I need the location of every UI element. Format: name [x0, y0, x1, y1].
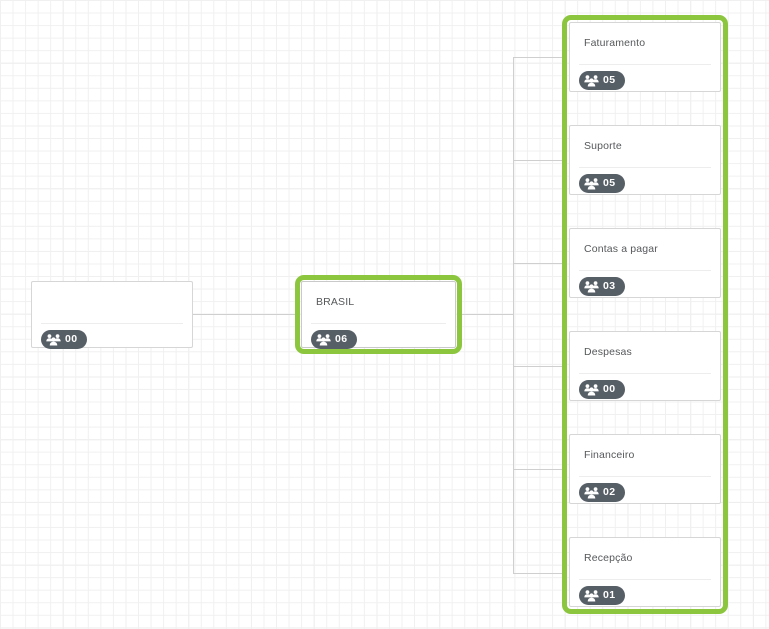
node-root-member-count: 00 [65, 333, 78, 346]
connector-brasil-to-trunk [462, 314, 514, 315]
node-despesas[interactable]: Despesas 00 [569, 331, 721, 401]
connector-trunk-vertical [513, 57, 514, 574]
users-group-icon [584, 75, 599, 87]
node-financeiro-member-badge[interactable]: 02 [579, 483, 625, 502]
node-contas-a-pagar-title: Contas a pagar [584, 243, 658, 255]
users-group-icon [584, 178, 599, 190]
node-faturamento-member-badge[interactable]: 05 [579, 71, 625, 90]
node-brasil-member-count: 06 [335, 333, 348, 346]
connector-root-to-brasil [193, 314, 296, 315]
node-suporte-member-count: 05 [603, 177, 616, 190]
connector-branch-suporte [513, 160, 567, 161]
node-contas-a-pagar-divider [579, 270, 711, 271]
node-recepcao-member-count: 01 [603, 589, 616, 602]
node-despesas-member-count: 00 [603, 383, 616, 396]
node-suporte-title: Suporte [584, 140, 622, 152]
node-financeiro-title: Financeiro [584, 449, 635, 461]
node-financeiro[interactable]: Financeiro 02 [569, 434, 721, 504]
node-despesas-member-badge[interactable]: 00 [579, 380, 625, 399]
users-group-icon [46, 334, 61, 346]
node-root-member-badge[interactable]: 00 [41, 330, 87, 349]
node-brasil[interactable]: BRASIL 06 [301, 281, 456, 349]
node-recepcao[interactable]: Recepção 01 [569, 537, 721, 607]
connector-branch-financeiro [513, 469, 567, 470]
node-suporte-member-badge[interactable]: 05 [579, 174, 625, 193]
users-group-icon [584, 384, 599, 396]
users-group-icon [584, 281, 599, 293]
node-financeiro-divider [579, 476, 711, 477]
node-root[interactable]: 00 [31, 281, 193, 349]
users-group-icon [316, 334, 331, 346]
connector-branch-contas-a-pagar [513, 263, 567, 264]
node-faturamento[interactable]: Faturamento 05 [569, 22, 721, 92]
node-root-divider [41, 323, 183, 324]
node-brasil-divider [311, 323, 446, 324]
node-faturamento-title: Faturamento [584, 37, 646, 49]
node-suporte-divider [579, 167, 711, 168]
node-contas-a-pagar-member-badge[interactable]: 03 [579, 277, 625, 296]
node-contas-a-pagar-member-count: 03 [603, 280, 616, 293]
node-recepcao-member-badge[interactable]: 01 [579, 586, 625, 605]
node-recepcao-title: Recepção [584, 552, 633, 564]
connector-branch-faturamento [513, 57, 567, 58]
node-contas-a-pagar[interactable]: Contas a pagar 03 [569, 228, 721, 298]
users-group-icon [584, 487, 599, 499]
node-suporte[interactable]: Suporte 05 [569, 125, 721, 195]
selection-frame-departments [562, 15, 728, 614]
node-despesas-title: Despesas [584, 346, 632, 358]
node-faturamento-member-count: 05 [603, 74, 616, 87]
connector-branch-despesas [513, 366, 567, 367]
node-brasil-member-badge[interactable]: 06 [311, 330, 357, 349]
node-brasil-title: BRASIL [316, 296, 355, 308]
node-financeiro-member-count: 02 [603, 486, 616, 499]
connector-branch-recepcao [513, 573, 567, 574]
users-group-icon [584, 590, 599, 602]
node-faturamento-divider [579, 64, 711, 65]
node-recepcao-divider [579, 579, 711, 580]
node-despesas-divider [579, 373, 711, 374]
